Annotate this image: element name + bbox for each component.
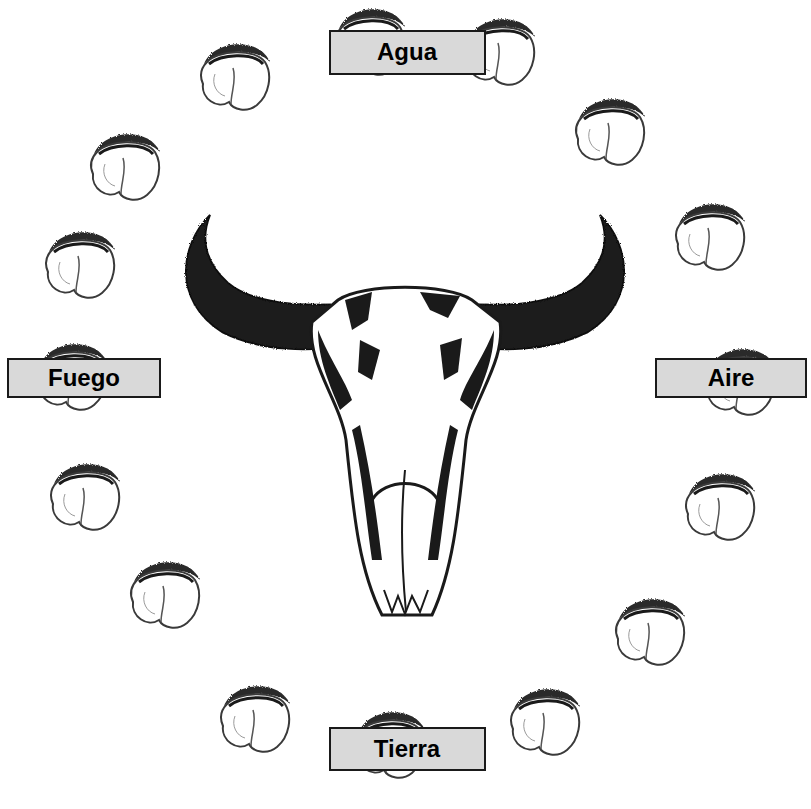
label-box: Aire: [655, 358, 807, 398]
element-label: Fuego: [48, 365, 120, 391]
skull-outline: [311, 287, 500, 615]
teeth: [384, 590, 428, 614]
label-box: Tierra: [329, 727, 486, 771]
hoofprint: [46, 232, 115, 298]
hoofprint: [91, 134, 160, 200]
hoofprint: [686, 474, 755, 540]
hoofprint: [221, 686, 290, 752]
eye-socket: [460, 330, 494, 410]
hoofprint: [51, 464, 120, 530]
element-label: Tierra: [374, 736, 440, 762]
skull-patch: [420, 292, 460, 318]
nasal-line: [372, 484, 438, 501]
element-label: Agua: [377, 39, 437, 65]
bison-skull: [186, 215, 624, 615]
hoofprint: [511, 689, 580, 755]
hoofprint: [616, 599, 685, 665]
hoofprint: [131, 562, 200, 628]
nasal-line: [402, 470, 406, 612]
skull-patch: [440, 338, 462, 380]
eye-socket: [318, 330, 352, 410]
element-label: Aire: [708, 365, 755, 391]
hoofprint: [676, 204, 745, 270]
hoofprint: [201, 44, 270, 110]
skull-patch: [345, 292, 372, 330]
skull-patch: [358, 340, 380, 380]
label-box: Fuego: [7, 358, 161, 398]
hoofprint: [576, 99, 645, 165]
label-box: Agua: [329, 30, 486, 75]
